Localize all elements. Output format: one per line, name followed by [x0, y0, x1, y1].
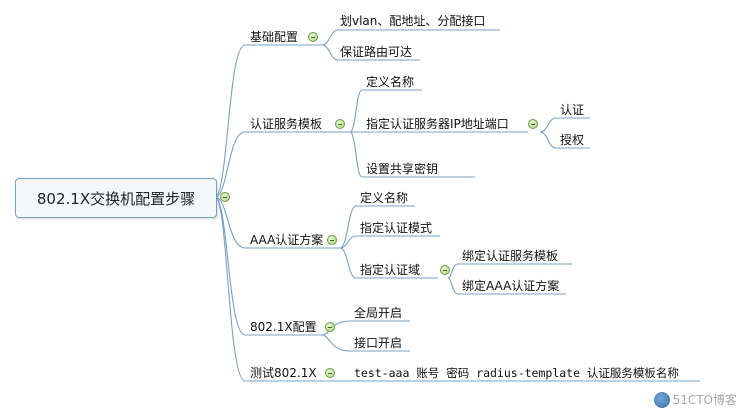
- node-bind-template[interactable]: 绑定认证服务模板: [462, 249, 559, 263]
- node-interface-enable[interactable]: 接口开启: [354, 336, 403, 350]
- root-label: 802.1X交换机配置步骤: [36, 189, 196, 208]
- node-template-define-name[interactable]: 定义名称: [366, 75, 415, 89]
- collapse-icon-auth-domain[interactable]: [440, 265, 450, 275]
- node-bind-aaa-scheme[interactable]: 绑定AAA认证方案: [462, 279, 560, 293]
- branch-auth-template[interactable]: 认证服务模板: [250, 117, 323, 131]
- node-global-enable[interactable]: 全局开启: [354, 306, 403, 320]
- watermark: 51CTO博客: [653, 391, 737, 408]
- node-assign-vlan[interactable]: 划vlan、配地址、分配接口: [340, 14, 486, 28]
- node-server-authentication[interactable]: 认证: [560, 103, 585, 117]
- branch-aaa-scheme[interactable]: AAA认证方案: [250, 233, 324, 247]
- node-aaa-auth-domain[interactable]: 指定认证域: [360, 263, 421, 277]
- node-aaa-auth-mode[interactable]: 指定认证模式: [360, 221, 433, 235]
- branch-dot1x[interactable]: 802.1X配置: [250, 320, 317, 334]
- collapse-icon-server-ip[interactable]: [528, 119, 538, 129]
- node-template-shared-key[interactable]: 设置共享密钥: [366, 162, 439, 176]
- node-aaa-define-name[interactable]: 定义名称: [360, 191, 409, 205]
- node-template-server-ip[interactable]: 指定认证服务器IP地址端口: [366, 117, 509, 131]
- collapse-icon-root[interactable]: [220, 192, 230, 202]
- connector-root-basic: [214, 44, 246, 198]
- collapse-icon-basic[interactable]: [308, 32, 318, 42]
- collapse-icon-auth-template[interactable]: [335, 119, 345, 129]
- node-test-command[interactable]: test-aaa 账号 密码 radius-template 认证服务模板名称: [354, 366, 679, 380]
- connector-root-aaa: [214, 196, 246, 249]
- collapse-icon-aaa-scheme[interactable]: [327, 235, 337, 245]
- connector-root-dot1x: [214, 196, 246, 336]
- branch-basic[interactable]: 基础配置: [250, 30, 299, 44]
- site-logo-icon: [653, 392, 670, 408]
- branch-test[interactable]: 测试802.1X: [250, 366, 317, 380]
- watermark-text: 51CTO博客: [672, 392, 737, 407]
- collapse-icon-dot1x[interactable]: [325, 322, 335, 332]
- root-node[interactable]: 802.1X交换机配置步骤: [15, 178, 217, 218]
- collapse-icon-test[interactable]: [325, 368, 335, 378]
- connector-root-test: [214, 196, 246, 382]
- node-route-reachable[interactable]: 保证路由可达: [340, 45, 413, 59]
- node-server-authorization[interactable]: 授权: [560, 133, 585, 147]
- connector-root-template: [214, 131, 246, 198]
